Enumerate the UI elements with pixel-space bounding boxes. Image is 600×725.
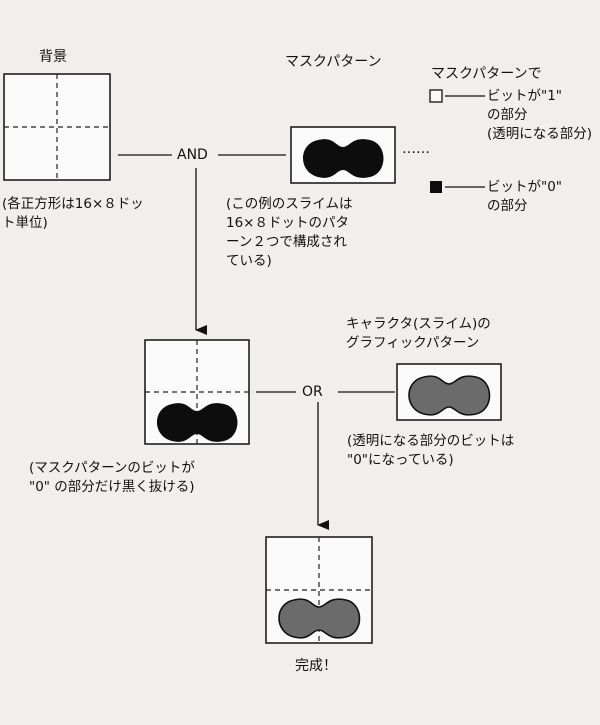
background-label: 背景	[39, 49, 67, 65]
or-operator: OR	[302, 384, 323, 400]
mask-note: (この例のスライムは 16×８ドットのパタ ーン２つで構成され ている)	[226, 196, 353, 269]
complete-box	[265, 536, 373, 644]
character-slime-shape	[408, 375, 491, 416]
legend-black-square	[430, 181, 442, 193]
background-note: (各正方形は16×８ドッ ト単位)	[2, 196, 144, 231]
result-note: (マスクパターンのビットが "0" の部分だけ黒く抜ける)	[29, 460, 195, 495]
and-result-box	[144, 339, 250, 445]
completed-slime-shape	[278, 598, 361, 639]
background-box	[3, 73, 111, 181]
complete-label: 完成！	[295, 658, 337, 674]
character-note: (透明になる部分のビットは "0"になっている)	[347, 433, 515, 468]
and-operator: AND	[177, 147, 208, 163]
character-pattern-label: キャラクタ(スライム)の グラフィックパターン	[346, 316, 491, 351]
mask-slime-shape	[303, 139, 384, 178]
legend-white-text: ビットが"1" の部分 (透明になる部分)	[487, 88, 593, 142]
legend-white-square	[429, 89, 443, 103]
ellipsis-mark: ……	[402, 141, 430, 157]
mask-pattern-box	[290, 126, 396, 184]
mask-pattern-label: マスクパターン	[285, 54, 382, 70]
character-pattern-box	[396, 363, 502, 421]
punched-slime-shape	[157, 403, 238, 442]
legend-title: マスクパターンで	[431, 66, 542, 82]
legend-black-text: ビットが"0" の部分	[487, 179, 563, 214]
